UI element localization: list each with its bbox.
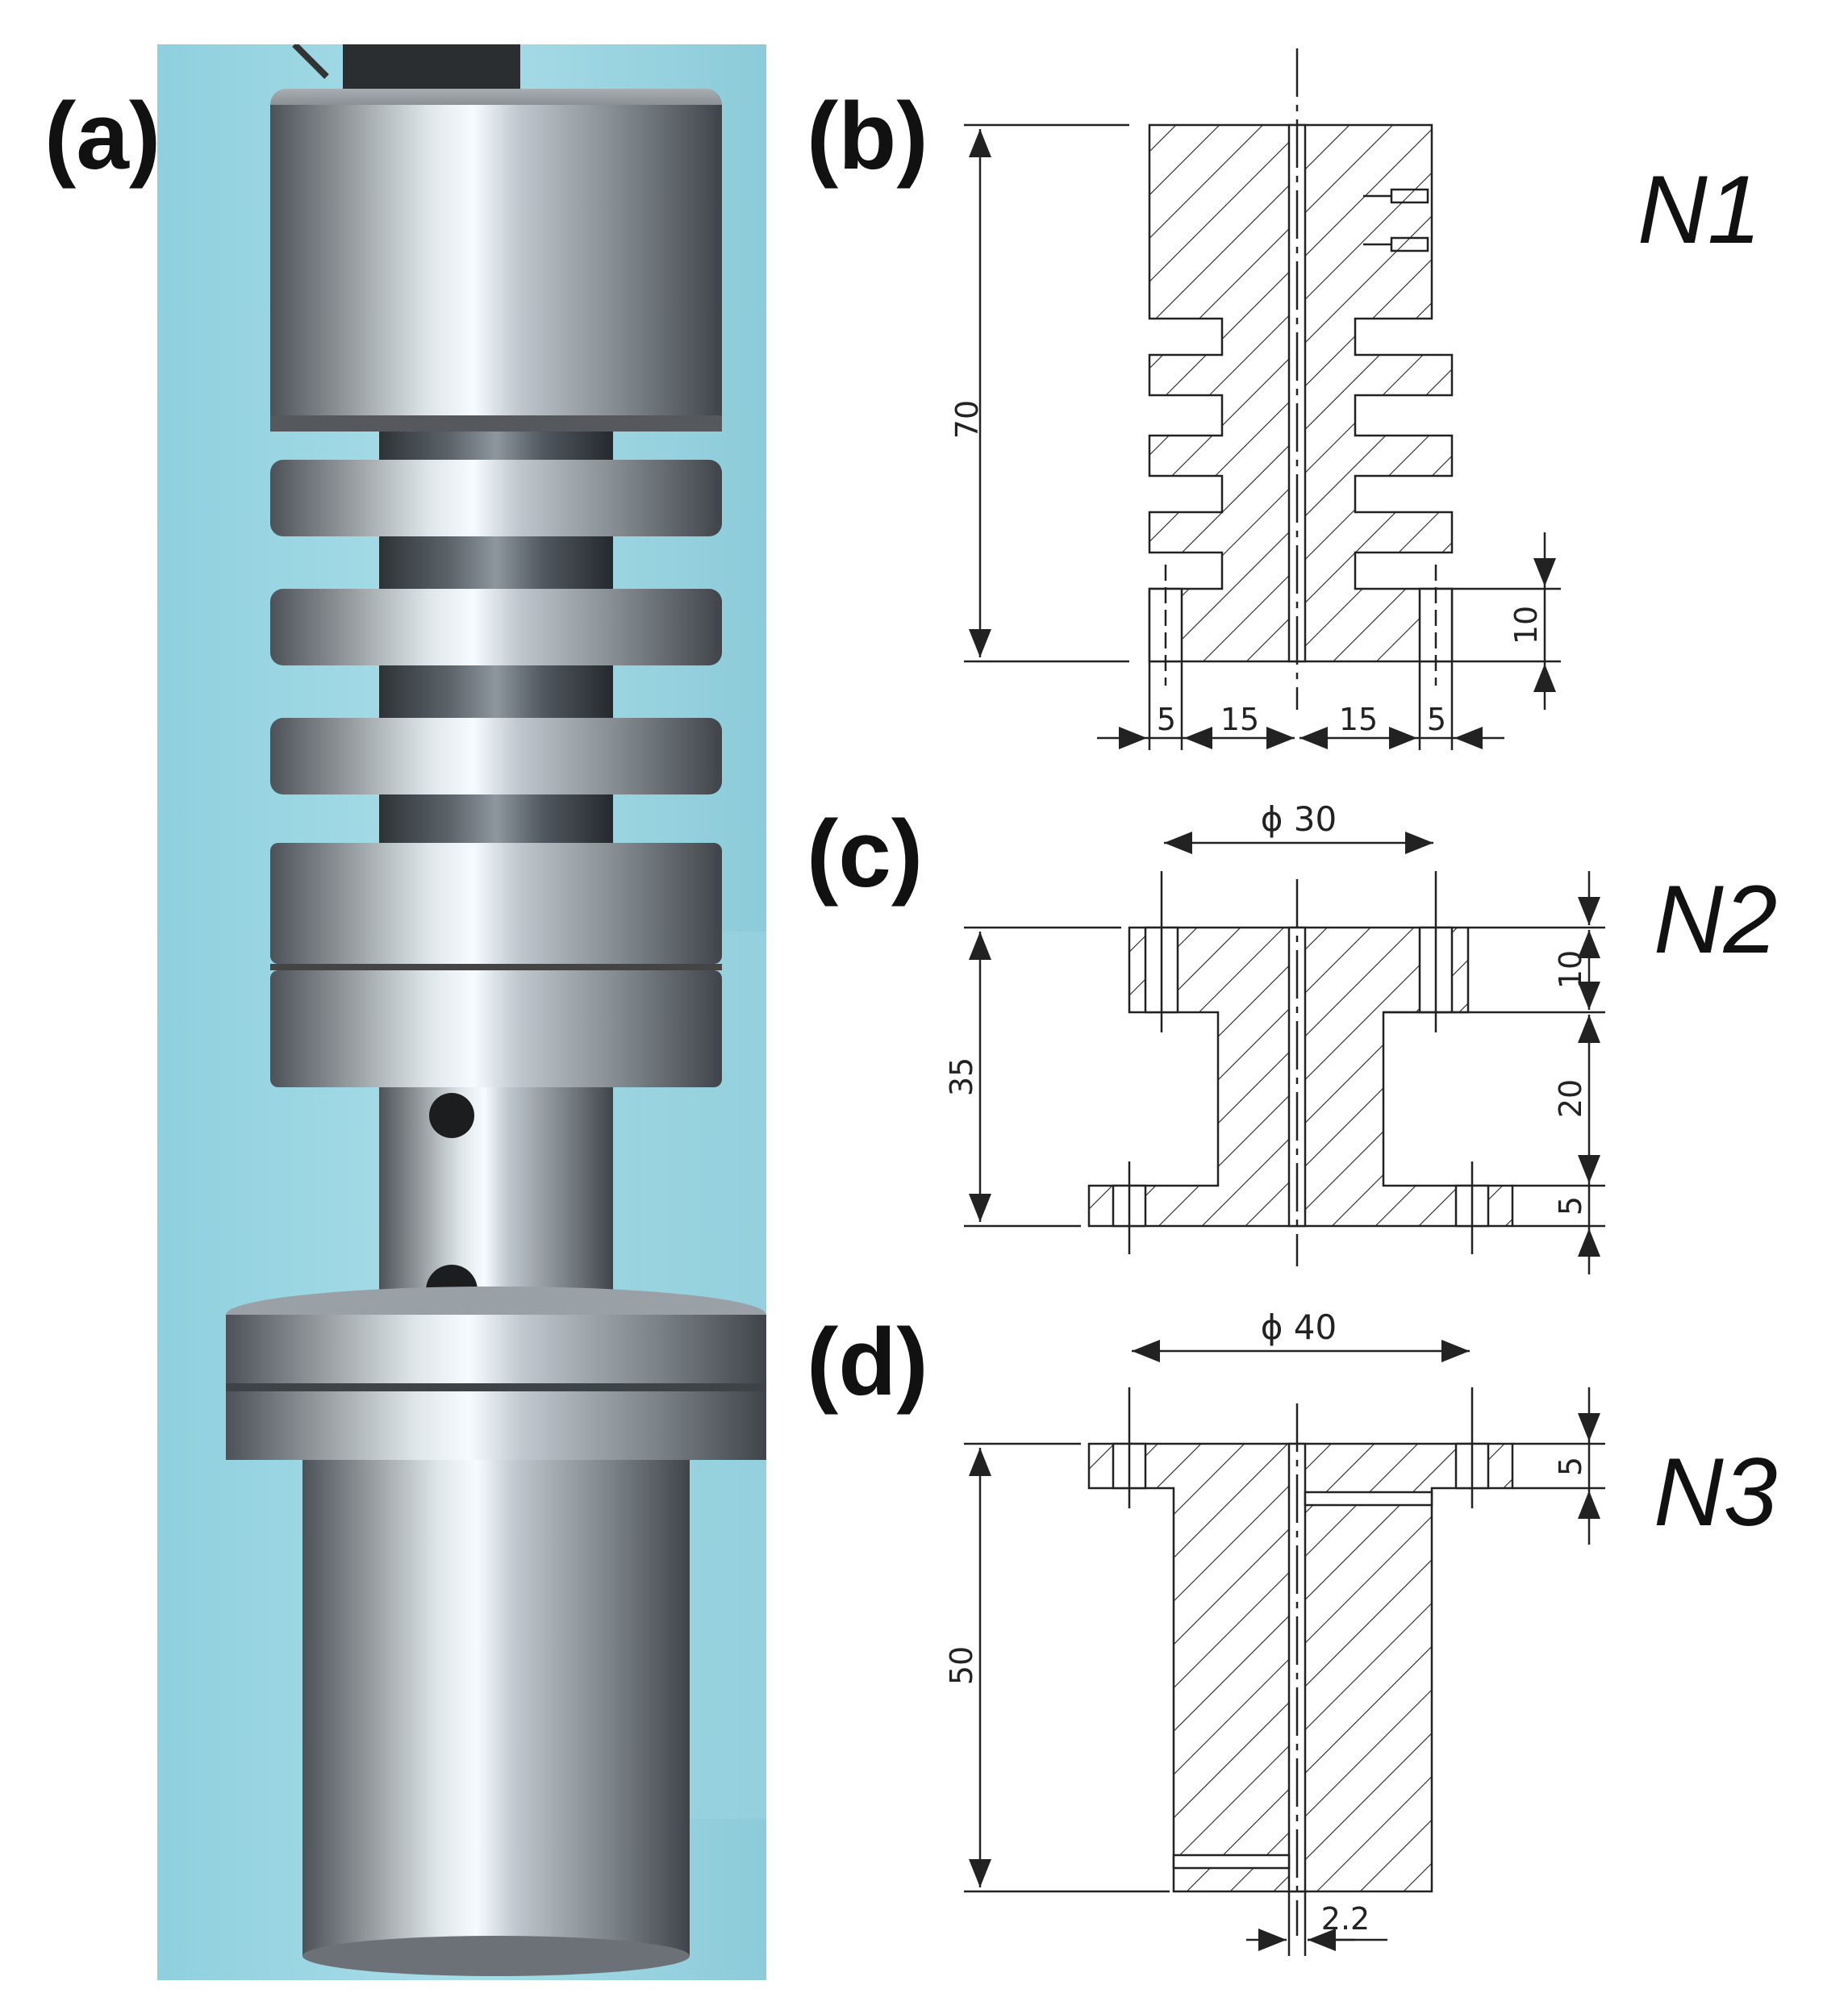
dim-n2-bottom: 5 [1553, 1196, 1588, 1216]
dim-n1-base: 10 [1508, 606, 1544, 644]
part-label-n3: N3 [1654, 1438, 1778, 1546]
part-label-n2: N2 [1654, 865, 1778, 974]
dim-n2-diameter: ϕ 30 [1261, 799, 1337, 839]
dim-n1-w1: 5 [1157, 702, 1176, 737]
dim-n1-w3: 15 [1339, 702, 1378, 737]
dim-n2-top: 10 [1553, 950, 1588, 989]
dim-n1-w2: 15 [1220, 702, 1259, 737]
dim-n3-height: 50 [944, 1646, 979, 1685]
panel-label-d: (d) [807, 1309, 928, 1416]
dim-n1-height: 70 [949, 400, 985, 439]
panel-label-b: (b) [807, 83, 928, 190]
assembly-photo [157, 44, 766, 1980]
panel-label-c: (c) [807, 801, 924, 907]
panel-label-a: (a) [44, 83, 161, 190]
drawing-n3 [964, 1340, 1605, 1956]
dim-n1-w4: 5 [1427, 702, 1446, 737]
drawing-n2 [964, 832, 1605, 1274]
drawing-n1 [964, 48, 1561, 750]
dim-n2-mid: 20 [1553, 1079, 1588, 1118]
dim-n3-diameter: ϕ 40 [1261, 1307, 1337, 1347]
part-label-n1: N1 [1637, 156, 1762, 264]
dim-n2-height: 35 [944, 1057, 979, 1096]
dim-n3-bore: 2.2 [1321, 1901, 1370, 1937]
dim-n3-top: 5 [1553, 1457, 1588, 1476]
